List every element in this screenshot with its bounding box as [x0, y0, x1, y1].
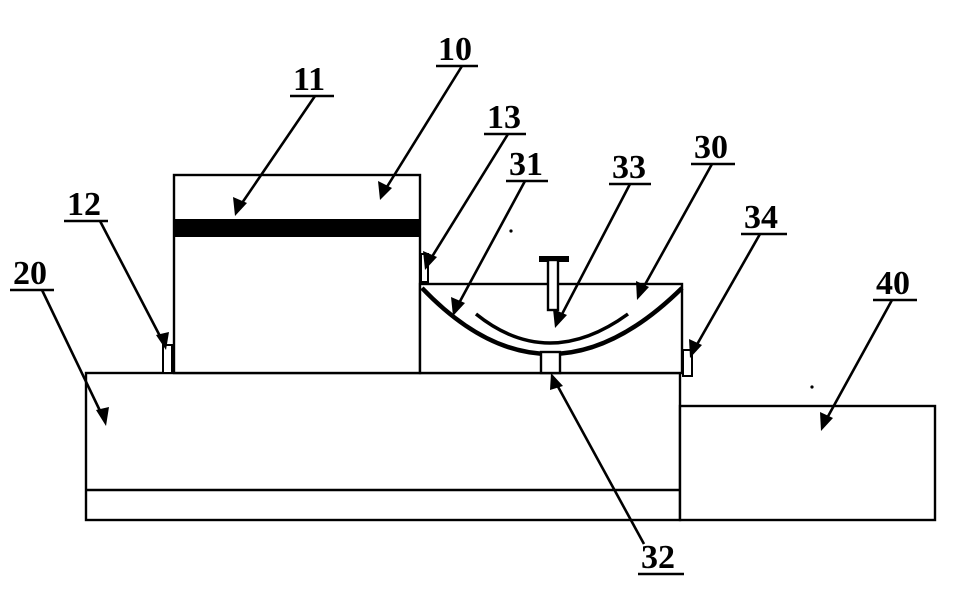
label-20: 20 [13, 255, 47, 292]
inner-curve [474, 312, 630, 345]
component-40-block [678, 404, 937, 522]
label-34: 34 [744, 199, 778, 236]
callout-12: 12 [64, 186, 169, 350]
label-11: 11 [293, 61, 325, 98]
label-40: 40 [876, 265, 910, 302]
label-31: 31 [509, 146, 543, 183]
label-30: 30 [694, 129, 728, 166]
component-10-block [172, 173, 422, 375]
component-11-band [174, 219, 420, 237]
callout-32: 32 [550, 373, 684, 576]
stray-dot [810, 385, 814, 389]
label-12: 12 [67, 186, 101, 223]
component-30-trough-block [418, 256, 684, 375]
callout-20: 20 [10, 255, 109, 426]
label-13: 13 [487, 99, 521, 136]
label-33: 33 [612, 149, 646, 186]
callout-40: 40 [820, 265, 917, 431]
callout-34: 34 [689, 199, 787, 358]
component-33-t-rod [539, 256, 569, 312]
callout-11: 11 [233, 61, 334, 216]
callout-30: 30 [636, 129, 735, 300]
callout-10: 10 [378, 31, 478, 200]
label-10: 10 [438, 31, 472, 68]
callout-13: 13 [423, 99, 526, 270]
component-20-base [84, 371, 682, 522]
component-34-connector [682, 349, 693, 377]
component-32-insert [539, 350, 562, 375]
label-32: 32 [641, 539, 675, 576]
callout-33: 33 [553, 149, 651, 328]
callout-31: 31 [451, 146, 548, 316]
stray-dot [509, 229, 513, 233]
component-12-connector [162, 344, 173, 374]
